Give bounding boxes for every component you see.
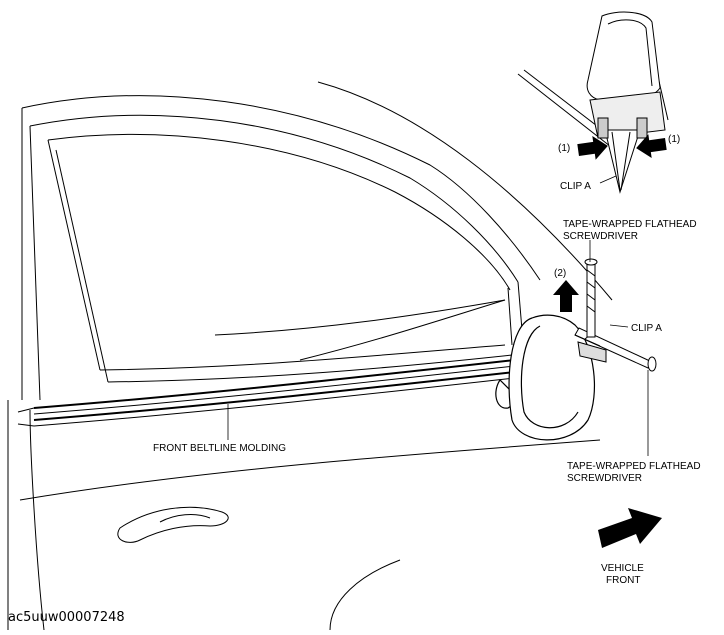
label-vehicle-front-1: VEHICLE [601, 563, 644, 574]
label-screwdriver-top-1: TAPE-WRAPPED FLATHEAD [563, 219, 697, 230]
label-arrow-1-left: (1) [558, 143, 570, 154]
label-clip-a-top: CLIP A [560, 181, 591, 192]
leader-lines [227, 175, 649, 456]
clip-a-mid-shape [577, 341, 607, 363]
label-screwdriver-bottom-2: SCREWDRIVER [567, 473, 642, 484]
label-screwdriver-bottom-1: TAPE-WRAPPED FLATHEAD [567, 461, 701, 472]
label-clip-a-mid: CLIP A [631, 323, 662, 334]
arrow-1-right-icon [636, 134, 667, 159]
beltline-molding [17, 354, 561, 427]
label-screwdriver-top-2: SCREWDRIVER [563, 231, 638, 242]
label-beltline-molding: FRONT BELTLINE MOLDING [153, 443, 286, 454]
figure-code: ac5uuw00007248 [8, 610, 125, 625]
screwdriver-top [584, 258, 598, 338]
vehicle-front-arrow-icon [598, 508, 662, 548]
arrow-1-left-icon [577, 135, 608, 160]
screwdriver-bottom [574, 327, 657, 372]
arrow-2-icon [553, 280, 579, 312]
label-arrow-1-right: (1) [668, 134, 680, 145]
label-vehicle-front-2: FRONT [606, 575, 640, 586]
car-body-outline [7, 81, 613, 631]
clip-a-inset [517, 11, 669, 194]
side-mirror [495, 314, 596, 441]
label-arrow-2: (2) [554, 268, 566, 279]
